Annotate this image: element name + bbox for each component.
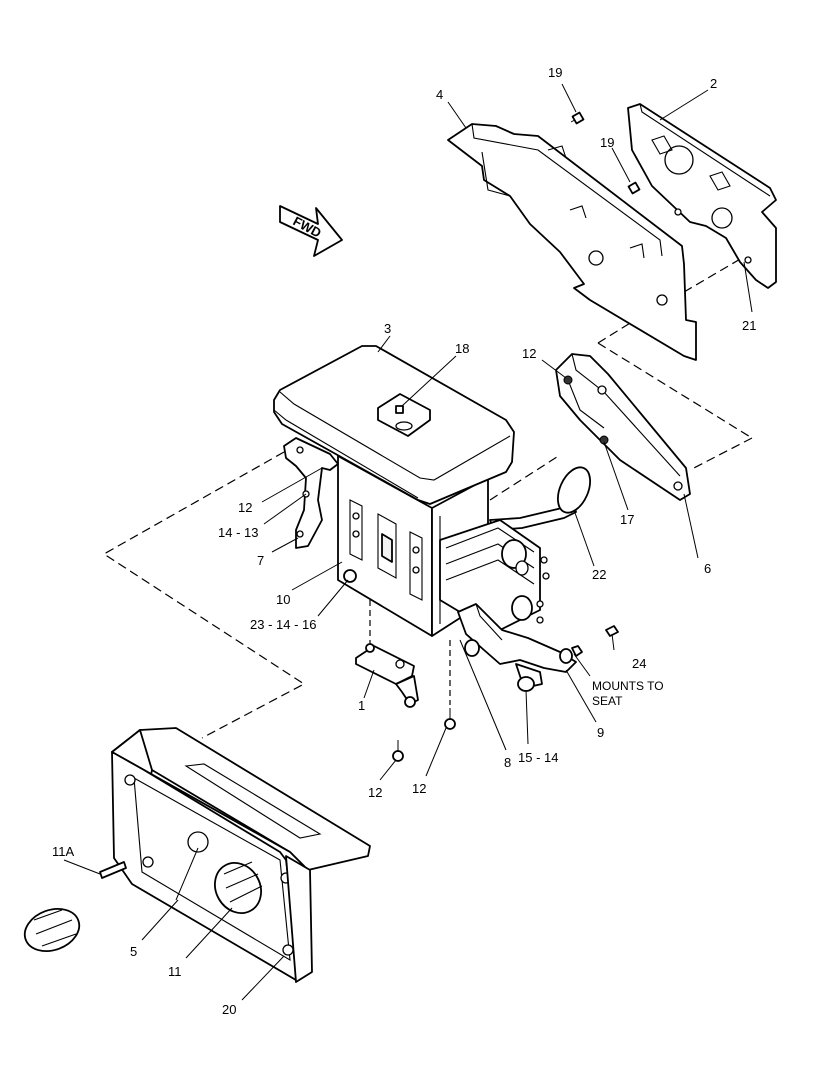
callout-labels: 19 19 2 4 3 18 12 21 17 6 12 14 - 13 7 1… [52,65,756,1017]
callout-24: 24 [632,656,646,671]
callout-2: 2 [710,76,717,91]
callout-leaders [63,83,753,1001]
part-11-loose-knob [23,908,81,952]
mounts-to-seat-note-line2: SEAT [592,694,623,708]
callout-12-left: 12 [238,500,252,515]
part-12-lower-screws [392,708,456,762]
callout-19-upper: 19 [548,65,562,80]
part-4-bracket-cover [447,123,697,361]
part-19-screws [570,111,641,195]
part-7-bracket [283,437,339,549]
callout-20: 20 [222,1002,236,1017]
part-2-side-plate [627,103,777,289]
callout-12-bottom-left: 12 [368,785,382,800]
part-10-housing [337,455,550,637]
callout-14-13: 14 - 13 [218,525,258,540]
callout-9: 9 [597,725,604,740]
part-11-knob [214,861,263,914]
callout-6: 6 [704,561,711,576]
callout-7: 7 [257,553,264,568]
callout-17: 17 [620,512,634,527]
callout-5: 5 [130,944,137,959]
part-11a-pin [99,861,127,879]
callout-19-lower: 19 [600,135,614,150]
callout-12-right: 12 [522,346,536,361]
callout-11: 11 [168,964,182,979]
callout-23-14-16: 23 - 14 - 16 [250,617,317,632]
part-5-control-panel [111,727,371,983]
part-1-small-bracket [355,643,419,708]
callout-21: 21 [742,318,756,333]
callout-12-bottom-right: 12 [412,781,426,796]
callout-3: 3 [384,321,391,336]
part-6-plate [555,353,691,501]
fwd-arrow: FWD [279,205,343,257]
callout-1: 1 [358,698,365,713]
callout-4: 4 [436,87,443,102]
part-3-armrest-pad [273,345,515,505]
callout-11a: 11A [52,844,74,859]
callout-22: 22 [592,567,606,582]
callout-18: 18 [455,341,469,356]
mounts-to-seat-note-line1: MOUNTS TO [592,679,664,693]
callout-15-14: 15 - 14 [518,750,558,765]
callout-10: 10 [276,592,290,607]
callout-8: 8 [504,755,511,770]
